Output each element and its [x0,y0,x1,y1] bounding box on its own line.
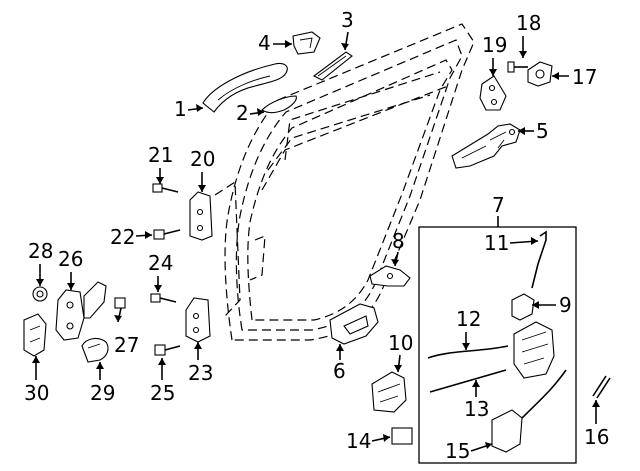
callout-16-label: 16 [584,425,609,449]
callout-23-label: 23 [188,361,213,385]
callout-5-label: 5 [536,119,549,143]
stopper-30 [23,313,47,357]
handle-cap [261,95,297,114]
callout-21-label: 21 [148,143,173,167]
striker-plate-17 [527,61,553,87]
callout-23: 23 [188,342,213,385]
plate-10 [371,371,407,413]
callout-4-label: 4 [258,31,271,55]
latch-group-box [418,226,577,464]
callout-13-label: 13 [464,397,489,421]
callout-20: 20 [190,147,215,192]
callout-8-label: 8 [392,229,405,253]
callout-18: 18 [516,11,541,58]
bolt-22 [153,229,181,240]
callout-14: 14 [346,429,391,453]
callout-19: 19 [482,33,507,76]
callout-26-label: 26 [58,247,83,271]
seal-29 [81,337,109,363]
callout-6-label: 6 [333,359,346,383]
bracket-4 [292,31,321,55]
callout-11-label: 11 [484,231,509,255]
callout-24-label: 24 [148,251,173,275]
outside-door-handle [202,62,288,113]
callout-28: 28 [28,239,53,286]
callout-16: 16 [584,400,609,449]
callout-12-label: 12 [456,307,481,331]
callout-3-label: 3 [341,8,354,32]
callout-1-label: 1 [174,97,187,121]
callout-10-label: 10 [388,331,413,355]
callout-30-label: 30 [24,381,49,405]
hinge-20 [189,191,213,241]
bracket-8 [369,265,411,287]
callout-27: 27 [114,333,139,357]
callout-27-label: 27 [114,333,139,357]
callout-20-label: 20 [190,147,215,171]
grommet-28 [32,286,48,302]
callout-11: 11 [484,231,539,255]
callout-10: 10 [388,331,413,373]
callout-9-label: 9 [559,293,572,317]
hinge-bracket-5 [451,123,521,169]
callout-15: 15 [445,439,493,463]
callout-22-label: 22 [110,225,135,249]
callout-28-label: 28 [28,239,53,263]
door-check-26 [55,281,107,341]
callout-7: 7 [492,193,505,227]
clip-14 [391,427,413,445]
bolt-21 [152,183,179,193]
callout-25: 25 [150,358,175,405]
arrowheads [32,40,600,449]
callout-14-label: 14 [346,429,371,453]
inside-handle-6 [329,303,379,345]
callout-17-label: 17 [572,65,597,89]
callout-22: 22 [110,225,153,249]
callout-30: 30 [24,356,49,405]
callout-24: 24 [148,251,173,292]
check-link-19 [479,75,507,111]
callout-12: 12 [456,307,481,350]
callout-19-label: 19 [482,33,507,57]
hinge-23 [185,297,211,343]
trim-strip [312,51,353,81]
callout-26: 26 [58,247,83,290]
bolt-25 [154,344,181,356]
callout-2-label: 2 [236,101,249,125]
callout-18-label: 18 [516,11,541,35]
rod-16 [592,375,611,399]
callout-25-label: 25 [150,381,175,405]
callout-7-label: 7 [492,193,505,217]
callout-13: 13 [464,380,489,421]
callout-29-label: 29 [90,381,115,405]
callout-15-label: 15 [445,439,470,463]
bolt-24 [150,293,177,303]
bolt-18 [507,61,528,73]
